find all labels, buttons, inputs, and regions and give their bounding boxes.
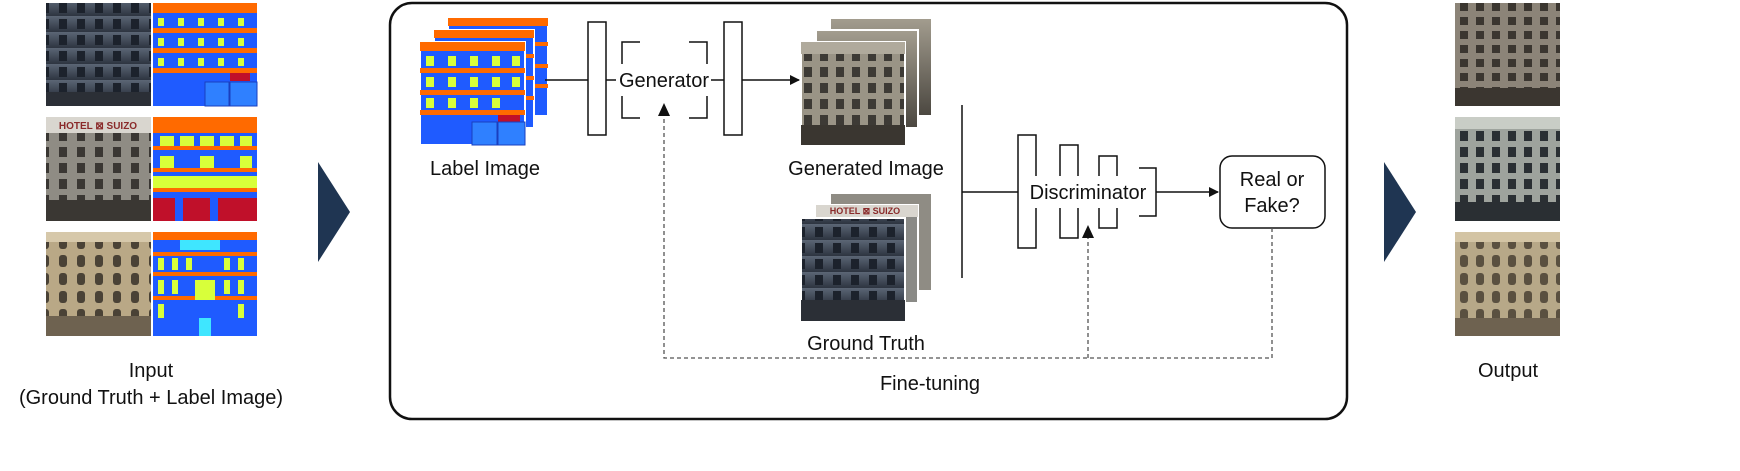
ground-truth-sign-text: HOTEL ⊠ SUIZO [830, 206, 900, 216]
discriminator-block [1017, 134, 1157, 249]
fine-tuning-feedback [663, 112, 1273, 359]
generated-image-stack [800, 17, 933, 146]
input-pair-3 [46, 232, 257, 336]
input-pair-2: HOTEL ⊠ SUIZO [46, 117, 257, 221]
ground-truth-stack: HOTEL ⊠ SUIZO [800, 192, 933, 322]
input-images: HOTEL ⊠ SUIZO [46, 3, 258, 336]
input-label-map-1 [153, 3, 258, 107]
real-or-fake-box [1219, 155, 1326, 229]
input-pair-1 [46, 3, 258, 107]
fine-tuning-label: Fine-tuning [880, 373, 980, 395]
ground-truth-label: Ground Truth [807, 333, 925, 355]
discriminator-label: Discriminator [1030, 182, 1147, 204]
generator-block [545, 21, 743, 136]
generator-feedback-arrowhead [658, 103, 670, 116]
input-label-map-2 [153, 117, 257, 221]
output-images [1455, 3, 1560, 336]
chevron-right-icon [1384, 162, 1416, 262]
real-or-fake-label-line2: Fake? [1244, 195, 1300, 217]
generator-label: Generator [619, 70, 709, 92]
input-sublabel: (Ground Truth + Label Image) [19, 387, 283, 409]
input-label-map-3 [153, 232, 257, 336]
chevron-right-icon [318, 162, 350, 262]
real-or-fake-label-line1: Real or [1240, 169, 1305, 191]
label-image-label: Label Image [430, 158, 540, 180]
discriminator-feedback-arrowhead [1082, 225, 1094, 238]
input-photo-1 [46, 3, 151, 106]
hotel-sign-text: HOTEL ⊠ SUIZO [59, 121, 137, 132]
input-label: Input [129, 360, 174, 382]
pipeline-panel [388, 1, 1349, 421]
output-label: Output [1478, 360, 1538, 382]
label-image-stack [419, 17, 549, 146]
generated-image-label: Generated Image [788, 158, 944, 180]
